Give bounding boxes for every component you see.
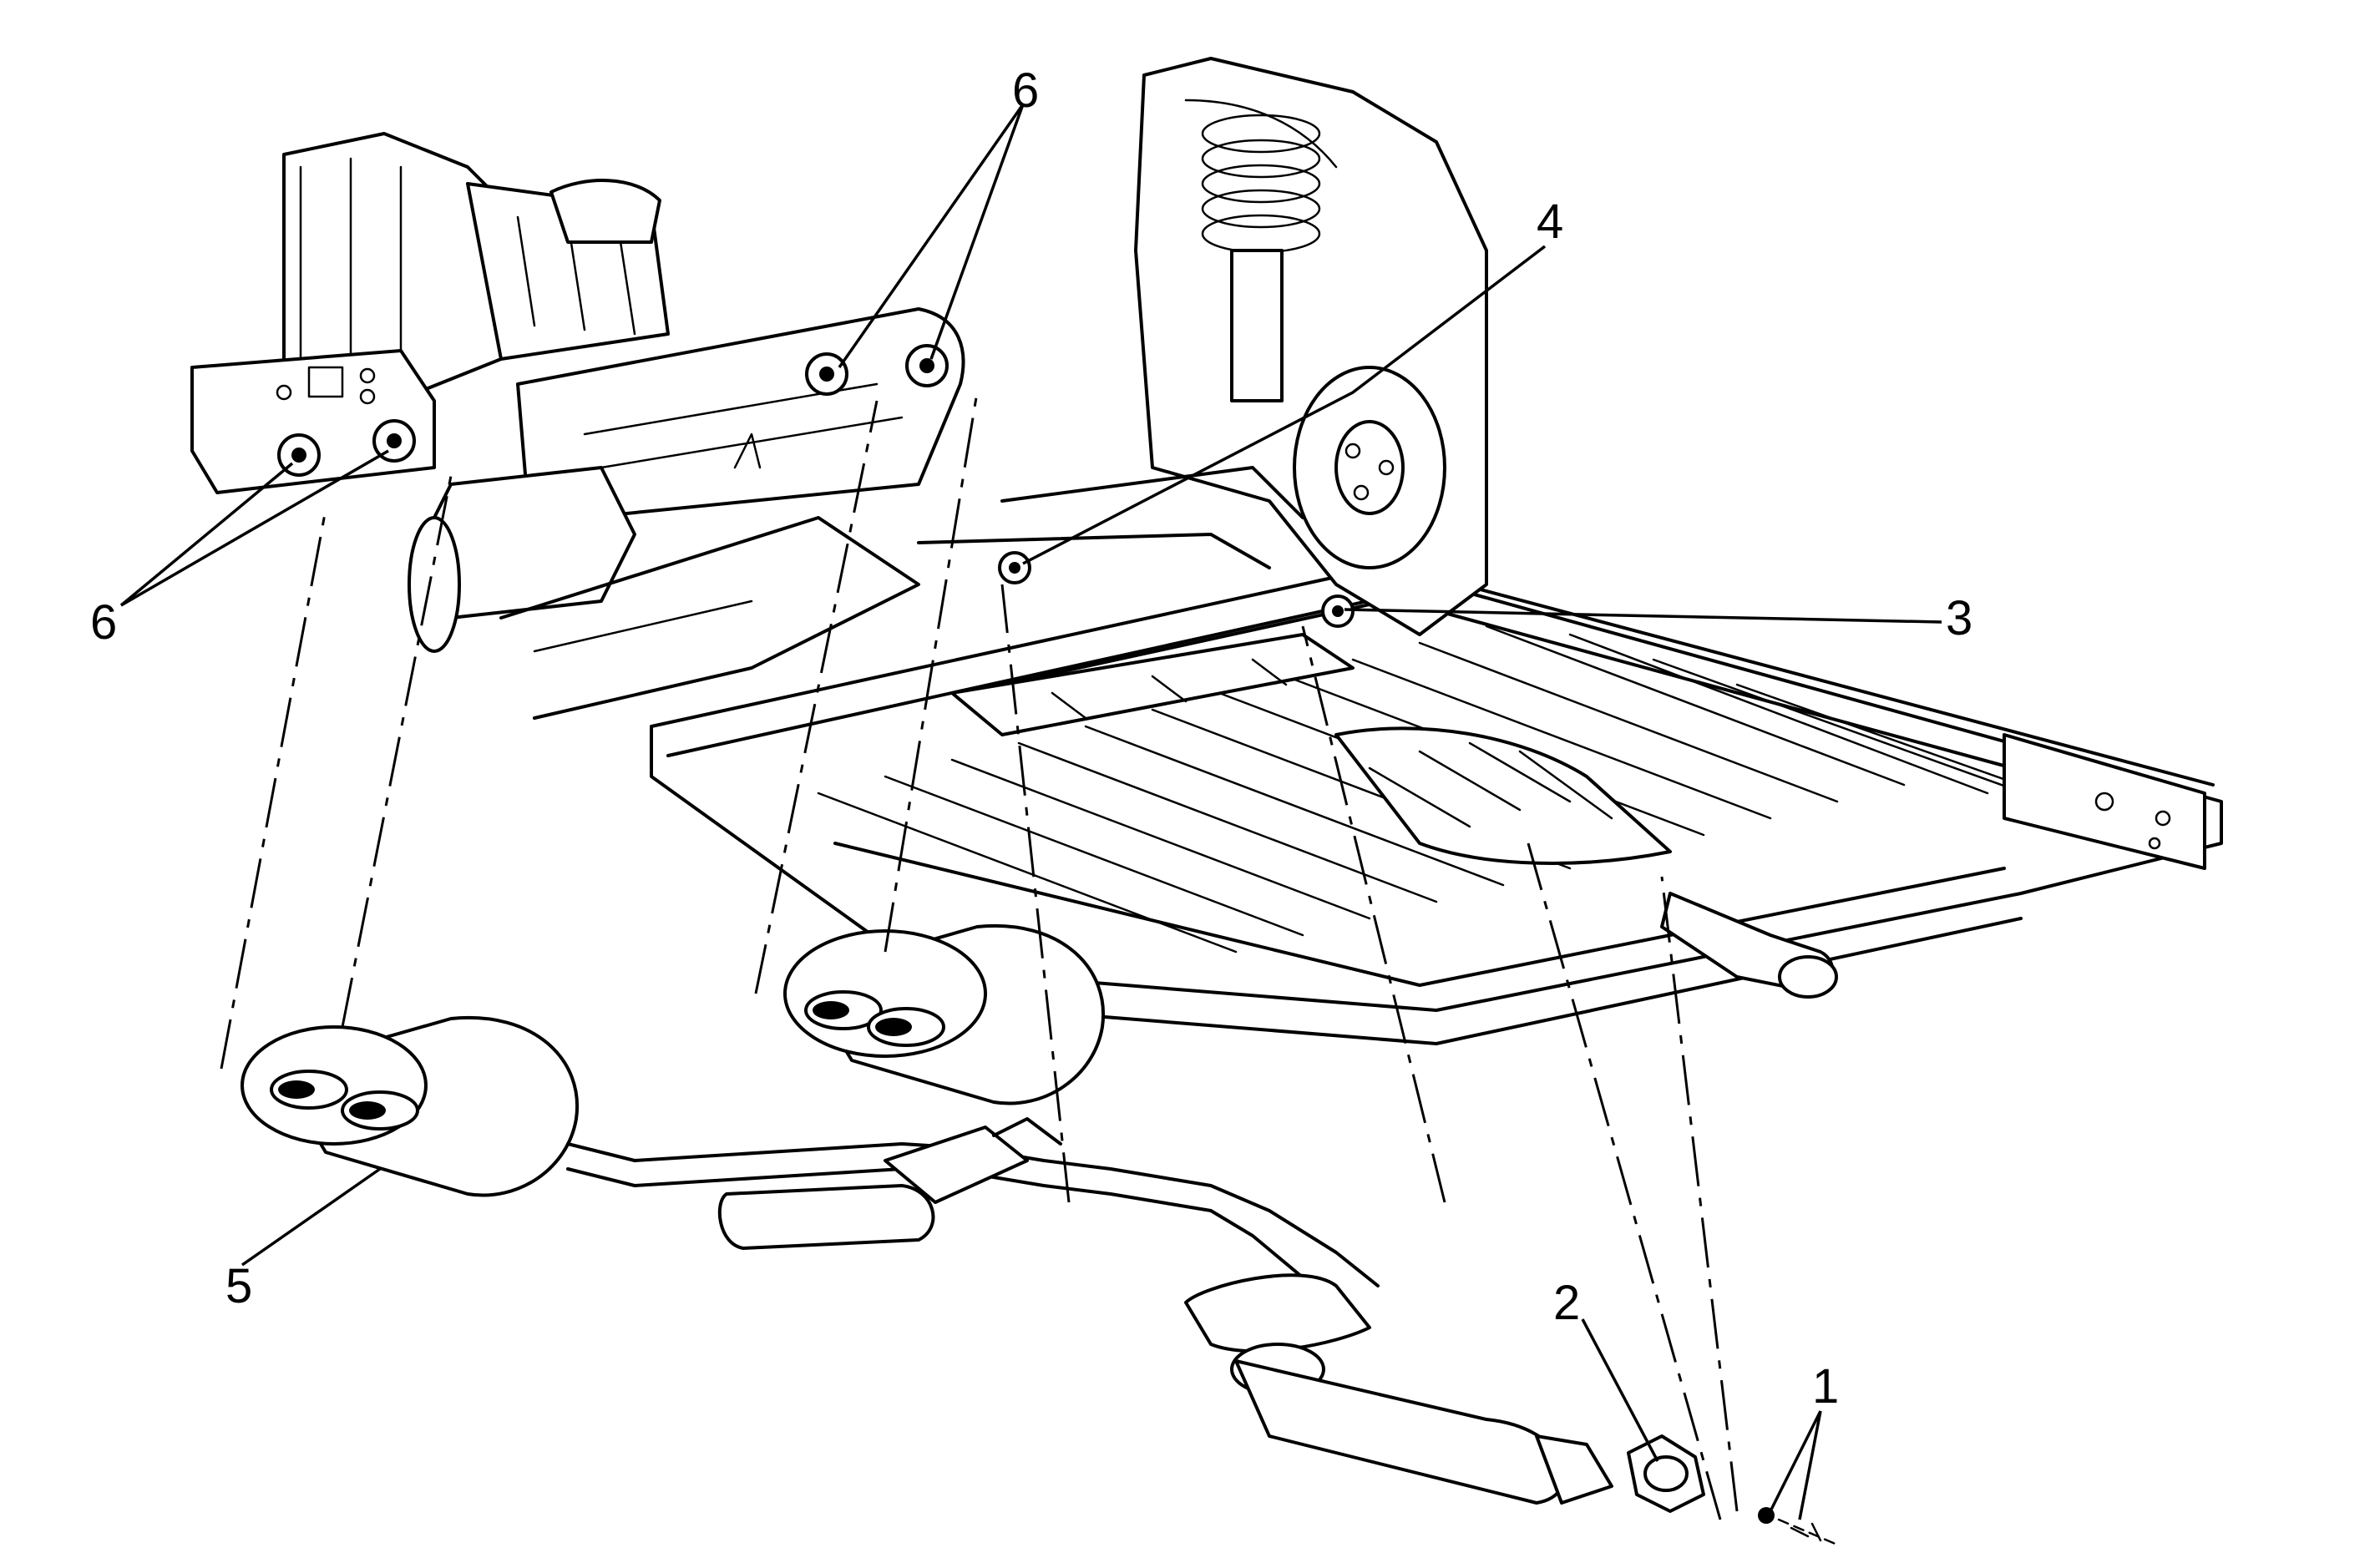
right-muffler — [783, 923, 1106, 1105]
alignment-lines — [220, 392, 1739, 1520]
flange-nut — [1758, 1507, 1822, 1542]
left-muffler — [241, 1015, 580, 1197]
callout-2: 2 — [1553, 1276, 1580, 1330]
hanger-mid-right — [905, 344, 949, 387]
leader-lines — [119, 103, 1942, 1520]
callout-4: 4 — [1537, 195, 1563, 249]
hanger-mid-left — [805, 352, 848, 396]
callouts: 6 4 6 3 5 2 1 — [90, 63, 1972, 1414]
front-strut-and-wheel-hub — [917, 57, 1488, 636]
callout-6-left: 6 — [90, 595, 117, 650]
callout-3: 3 — [1946, 591, 1972, 645]
callout-6-top: 6 — [1012, 63, 1039, 118]
exhaust-flange-gasket — [1627, 1434, 1705, 1513]
callout-5: 5 — [225, 1259, 252, 1313]
exhaust-muffler-assembly — [241, 923, 1839, 1546]
front-hanger-bracket — [1321, 594, 1355, 628]
hanger-center — [998, 551, 1031, 584]
coil-spring — [1201, 114, 1321, 254]
rear-frame-and-fuel-tank — [190, 132, 965, 720]
vehicle-underbody — [650, 566, 2223, 1045]
hanger-rear-right — [372, 419, 416, 463]
callout-1: 1 — [1812, 1359, 1839, 1414]
